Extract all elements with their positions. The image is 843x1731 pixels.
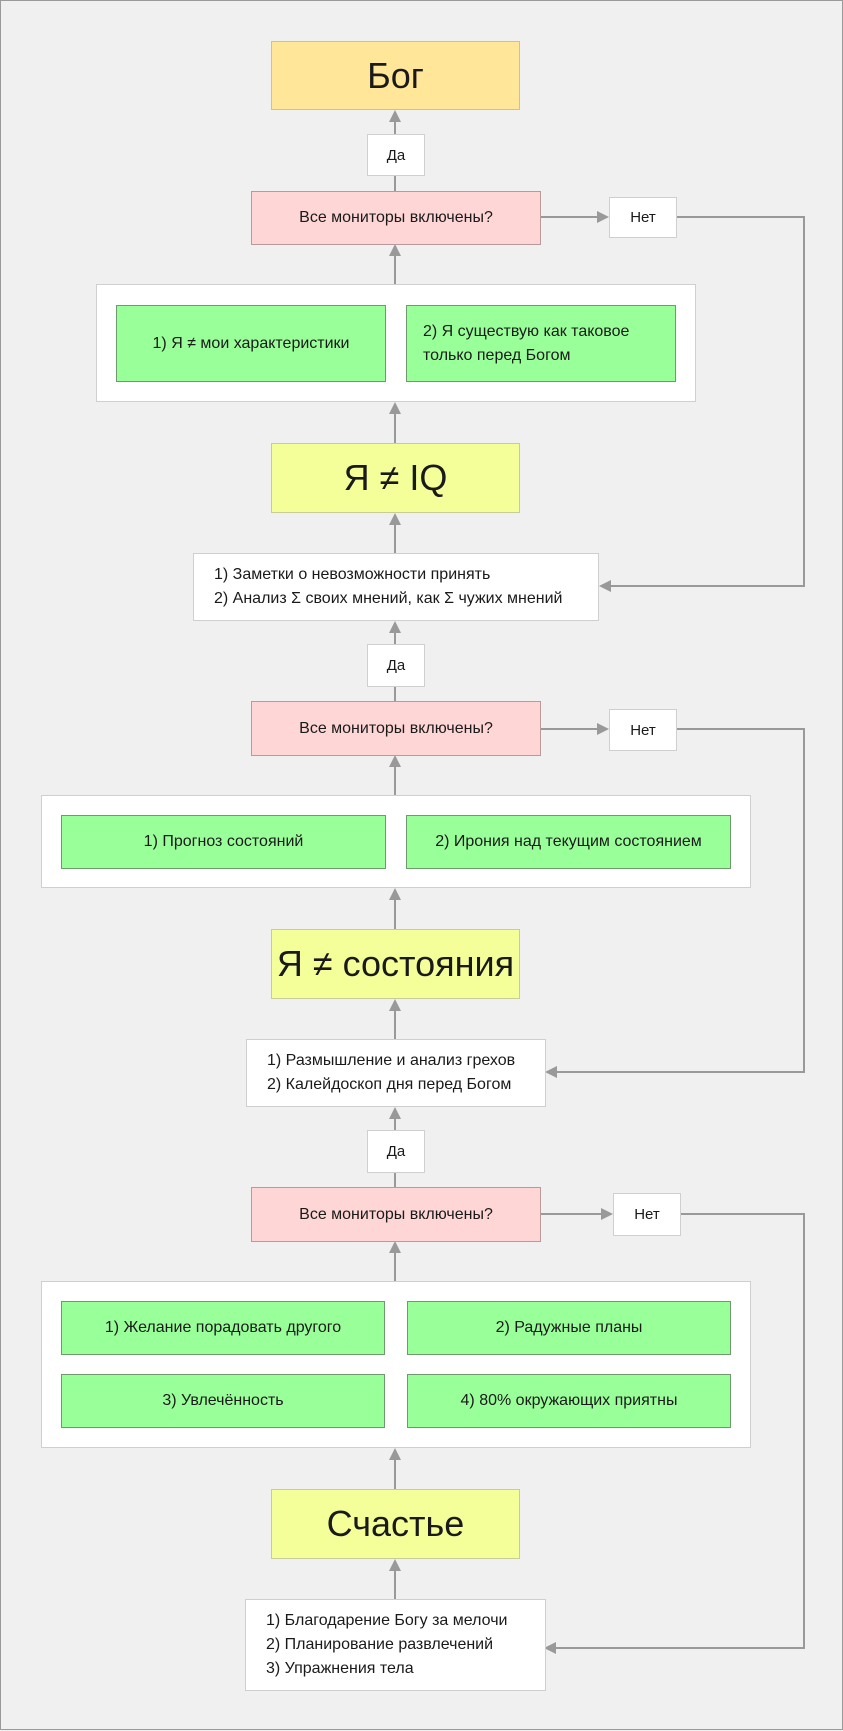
- practice-3-3: 3) Увлечённость: [61, 1374, 385, 1428]
- node-question-1: Все мониторы включены?: [251, 191, 541, 245]
- reflection-line-1: 1) Размышление и анализ грехов: [267, 1052, 516, 1069]
- node-base-practices: 1) Благодарение Богу за мелочи 2) Планир…: [245, 1599, 546, 1691]
- node-yes-2: Да: [367, 644, 425, 687]
- practice-3-4: 4) 80% окружающих приятны: [407, 1374, 731, 1428]
- node-ya-ne-sostoyaniya: Я ≠ состояния: [271, 929, 520, 999]
- node-schastye: Счастье: [271, 1489, 520, 1559]
- node-god: Бог: [271, 41, 520, 110]
- loop-no2-to-reflect: [545, 728, 805, 1078]
- base-line-1: 1) Благодарение Богу за мелочи: [266, 1612, 508, 1629]
- node-yes-3: Да: [367, 1130, 425, 1173]
- base-line-2: 2) Планирование развлечений: [266, 1636, 494, 1653]
- practice-3-2: 2) Радужные планы: [407, 1301, 731, 1355]
- base-line-3: 3) Упражнения тела: [266, 1660, 414, 1677]
- notes-line-1: 1) Заметки о невозможности принять: [214, 566, 491, 583]
- node-notes: 1) Заметки о невозможности принять 2) Ан…: [193, 553, 599, 621]
- node-no-3: Нет: [613, 1193, 681, 1236]
- practice-2-2: 2) Ирония над текущим состоянием: [406, 815, 731, 869]
- practice-3-1: 1) Желание порадовать другого: [61, 1301, 385, 1355]
- node-no-2: Нет: [609, 709, 677, 751]
- node-question-2: Все мониторы включены?: [251, 701, 541, 756]
- node-yes-1: Да: [367, 134, 425, 176]
- node-reflection: 1) Размышление и анализ грехов 2) Калейд…: [246, 1039, 546, 1107]
- practice-1-1: 1) Я ≠ мои характеристики: [116, 305, 386, 382]
- node-ya-ne-iq: Я ≠ IQ: [271, 443, 520, 513]
- practice-1-2: 2) Я существую как таковое только перед …: [406, 305, 676, 382]
- practice-2-1: 1) Прогноз состояний: [61, 815, 386, 869]
- node-no-1: Нет: [609, 197, 677, 238]
- node-question-3: Все мониторы включены?: [251, 1187, 541, 1242]
- reflection-line-2: 2) Калейдоскоп дня перед Богом: [267, 1076, 512, 1093]
- notes-line-2: 2) Анализ Σ своих мнений, как Σ чужих мн…: [214, 590, 563, 607]
